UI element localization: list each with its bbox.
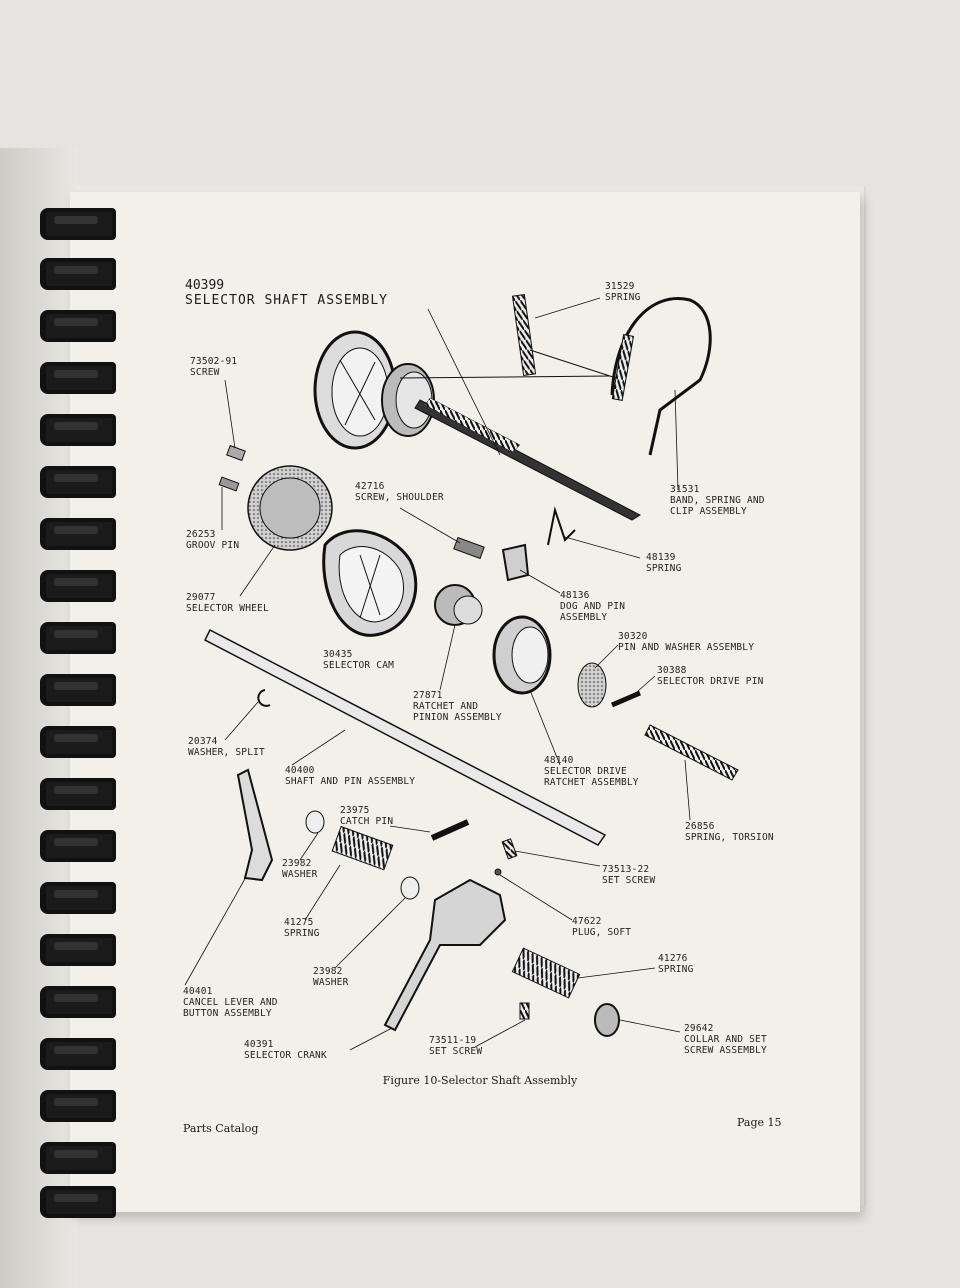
binding-coil bbox=[40, 778, 116, 810]
assembly-number: 40399 bbox=[185, 278, 225, 293]
callout-spring-torsion-26856: 26856 SPRING, TORSION bbox=[685, 821, 774, 843]
catalog-page bbox=[70, 192, 860, 1212]
callout-pin-washer-30320: 30320 PIN AND WASHER ASSEMBLY bbox=[618, 631, 755, 653]
footer-catalog-label: Parts Catalog bbox=[183, 1122, 259, 1135]
binding-coil bbox=[40, 414, 116, 446]
callout-spring-48139: 48139 SPRING bbox=[646, 552, 682, 574]
selector-cam-upper bbox=[313, 330, 435, 450]
callout-spring-41275: 41275 SPRING bbox=[284, 917, 320, 939]
binding-coil bbox=[40, 208, 116, 240]
selector-crank-drawing bbox=[383, 878, 507, 1032]
selector-wheel-drawing bbox=[247, 465, 333, 551]
callout-collar-29642: 29642 COLLAR AND SET SCREW ASSEMBLY bbox=[684, 1023, 767, 1056]
binding-coil bbox=[40, 1090, 116, 1122]
binding-coil bbox=[40, 726, 116, 758]
callout-catch-pin-23975: 23975 CATCH PIN bbox=[340, 805, 394, 827]
binding-coil bbox=[40, 362, 116, 394]
callout-plug-soft-47622: 47622 PLUG, SOFT bbox=[572, 916, 632, 938]
binding-coil bbox=[40, 1038, 116, 1070]
callout-drive-ratchet-48140: 48140 SELECTOR DRIVE RATCHET ASSEMBLY bbox=[544, 755, 639, 788]
callout-shaft-pin-40400: 40400 SHAFT AND PIN ASSEMBLY bbox=[285, 765, 416, 787]
callout-screw-73502: 73502-91 SCREW bbox=[190, 356, 238, 378]
callout-spring-41276: 41276 SPRING bbox=[658, 953, 694, 975]
callout-spring-31529: 31529 SPRING bbox=[605, 281, 641, 303]
callout-selector-wheel-29077: 29077 SELECTOR WHEEL bbox=[186, 592, 269, 614]
callout-set-screw-73513: 73513-22 SET SCREW bbox=[602, 864, 656, 886]
selector-cam-drawing bbox=[322, 529, 418, 637]
callout-selector-crank-40391: 40391 SELECTOR CRANK bbox=[244, 1039, 327, 1061]
threaded-shaft bbox=[414, 397, 642, 521]
binding-coil bbox=[40, 674, 116, 706]
assembly-title-block: 40399 SELECTOR SHAFT ASSEMBLY bbox=[185, 278, 388, 308]
binding-coil bbox=[40, 466, 116, 498]
binding-coil bbox=[40, 310, 116, 342]
binding-coil bbox=[40, 570, 116, 602]
callout-drive-pin-30388: 30388 SELECTOR DRIVE PIN bbox=[657, 665, 764, 687]
spring-31529-drawing bbox=[511, 293, 537, 377]
callout-washer-split-20374: 20374 WASHER, SPLIT bbox=[188, 736, 265, 758]
binding-coil bbox=[40, 1142, 116, 1174]
callout-screw-shoulder-42716: 42716 SCREW, SHOULDER bbox=[355, 481, 444, 503]
callout-cancel-lever-40401: 40401 CANCEL LEVER AND BUTTON ASSEMBLY bbox=[183, 986, 278, 1019]
callout-set-screw-73511: 73511-19 SET SCREW bbox=[429, 1035, 483, 1057]
cancel-lever-drawing bbox=[236, 768, 274, 882]
callout-washer-23982-b: 23982 WASHER bbox=[313, 966, 349, 988]
binding-coil bbox=[40, 830, 116, 862]
binding-coil bbox=[40, 934, 116, 966]
assembly-title: SELECTOR SHAFT ASSEMBLY bbox=[185, 293, 389, 308]
binding-coil bbox=[40, 986, 116, 1018]
callout-dog-48136: 48136 DOG AND PIN ASSEMBLY bbox=[560, 590, 626, 623]
callout-selector-cam-30435: 30435 SELECTOR CAM bbox=[323, 649, 395, 671]
callout-ratchet-pinion-27871: 27871 RATCHET AND PINION ASSEMBLY bbox=[413, 690, 502, 723]
binding-coil bbox=[40, 1186, 116, 1218]
drive-ratchet-drawing bbox=[492, 615, 552, 695]
binding-coil bbox=[40, 518, 116, 550]
callout-groov-pin-26253: 26253 GROOV PIN bbox=[186, 529, 240, 551]
binding-coil bbox=[40, 622, 116, 654]
binding-coil bbox=[40, 882, 116, 914]
figure-caption: Figure 10-Selector Shaft Assembly bbox=[382, 1074, 578, 1087]
binding-coil bbox=[40, 258, 116, 290]
callout-washer-23982-a: 23982 WASHER bbox=[282, 858, 318, 880]
main-shaft-drawing bbox=[203, 628, 607, 846]
callout-band-31531: 31531 BAND, SPRING AND CLIP ASSEMBLY bbox=[670, 484, 765, 517]
page-number: Page 15 bbox=[737, 1116, 782, 1129]
